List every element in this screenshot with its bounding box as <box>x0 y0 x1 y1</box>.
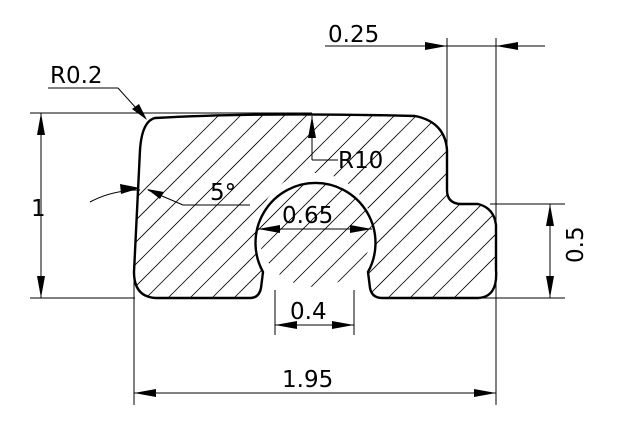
dimension-draft-angle: 5° <box>89 180 250 206</box>
dimension-total-height: 1 <box>31 113 46 298</box>
dim-label-5-degree: 5° <box>210 180 236 206</box>
dimension-total-width: 1.95 <box>134 367 496 397</box>
dim-label-1: 1 <box>31 196 46 222</box>
dim-label-0-25: 0.25 <box>328 22 379 48</box>
dim-label-r0-2: R0.2 <box>50 63 103 89</box>
dim-label-1-95: 1.95 <box>282 367 333 393</box>
profile-outline <box>132 113 498 300</box>
dimension-notch-width: 0.25 <box>325 22 545 50</box>
dimension-step-height: 0.5 <box>546 204 589 298</box>
dim-label-0-4: 0.4 <box>290 299 327 325</box>
dimension-top-radius: R0.2 <box>48 63 147 120</box>
dim-label-r10: R10 <box>338 148 383 174</box>
extension-lines <box>30 38 565 405</box>
dim-label-0-65: 0.65 <box>282 203 333 229</box>
dimension-bore-diameter: 0.65 <box>258 203 372 233</box>
dim-label-0-5: 0.5 <box>563 226 589 263</box>
dimension-groove-radius: R10 <box>308 116 383 174</box>
dimension-slot-width: 0.4 <box>275 299 354 329</box>
